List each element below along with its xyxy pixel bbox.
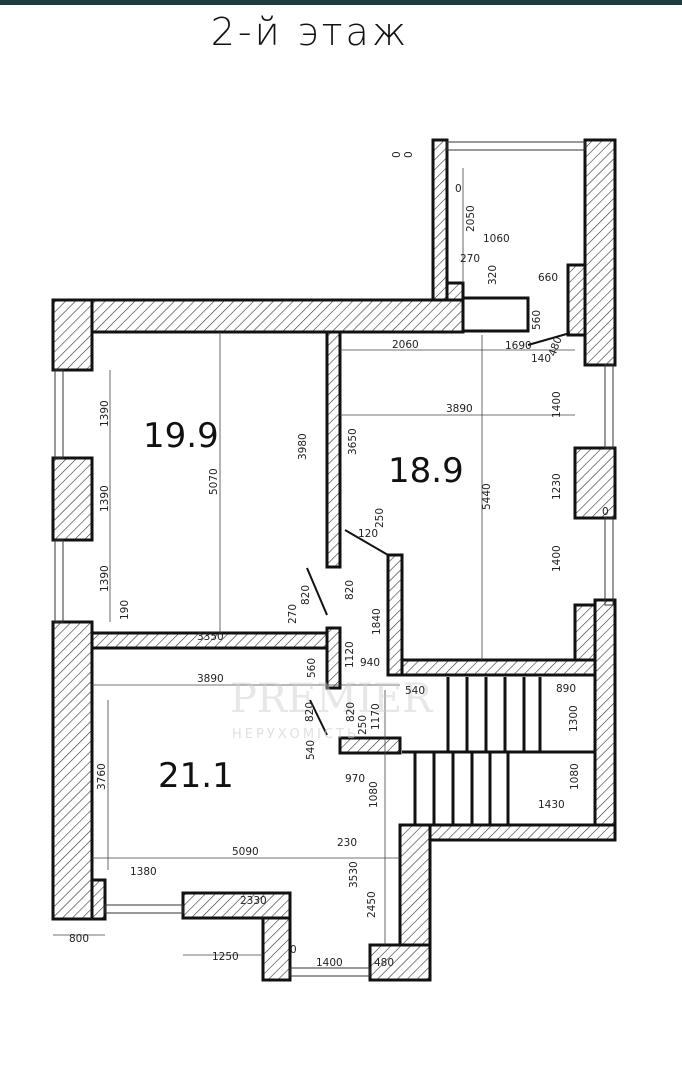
dim-label: 1080 bbox=[368, 781, 380, 808]
dim-label: 2330 bbox=[240, 895, 267, 907]
dim-label: 0 bbox=[290, 944, 297, 956]
dim-label: 1390 bbox=[99, 565, 111, 592]
wall bbox=[398, 823, 617, 842]
dim-label: 480 bbox=[374, 957, 394, 969]
dim-label: 2050 bbox=[465, 205, 477, 232]
doors bbox=[306, 332, 571, 736]
dim-label: 250 bbox=[357, 715, 369, 735]
dim-label: 820 bbox=[345, 702, 357, 722]
dim-label: 1300 bbox=[568, 705, 580, 732]
dim-label: 190 bbox=[119, 600, 131, 620]
dim-label: 0 bbox=[602, 506, 609, 518]
dim-label: 1120 bbox=[344, 641, 356, 668]
wall bbox=[431, 138, 449, 302]
dim-label: 3530 bbox=[348, 861, 360, 888]
dim-label: 0 bbox=[455, 183, 462, 195]
watermark: PREMIER НЕРУХОМІСТЬ bbox=[230, 676, 434, 742]
dim-label: 970 bbox=[345, 773, 365, 785]
room-area-label: 21.1 bbox=[158, 756, 234, 796]
dim-label: 3980 bbox=[297, 433, 309, 460]
dim-label: 3650 bbox=[347, 428, 359, 455]
dim-label: 0 bbox=[403, 151, 415, 158]
dimension-lines bbox=[53, 168, 575, 956]
dim-label: 1400 bbox=[316, 957, 343, 969]
dim-label: 1230 bbox=[551, 473, 563, 500]
dim-label: 3760 bbox=[96, 763, 108, 790]
dim-label: 320 bbox=[487, 265, 499, 285]
dim-label: 3890 bbox=[197, 673, 224, 685]
wall bbox=[51, 298, 465, 334]
wall bbox=[583, 138, 617, 367]
dim-label: 940 bbox=[360, 657, 380, 669]
dim-label: 560 bbox=[306, 658, 318, 678]
walls bbox=[51, 138, 617, 982]
dim-label: 5440 bbox=[481, 483, 493, 510]
wall bbox=[368, 943, 432, 982]
dim-label: 560 bbox=[531, 310, 543, 330]
room-areas: 19.9 18.9 21.1 bbox=[143, 416, 464, 796]
wall bbox=[386, 553, 404, 677]
dim-label: 2060 bbox=[392, 339, 419, 351]
dim-label: 230 bbox=[337, 837, 357, 849]
dim-label: 820 bbox=[300, 585, 312, 605]
watermark-text: НЕРУХОМІСТЬ bbox=[232, 727, 359, 742]
dim-label: 3350 bbox=[197, 631, 224, 643]
staircase bbox=[402, 677, 595, 825]
dim-label: 820 bbox=[344, 580, 356, 600]
wall bbox=[445, 281, 465, 302]
wall bbox=[51, 298, 94, 372]
dim-label: 1060 bbox=[483, 233, 510, 245]
dim-label: 540 bbox=[305, 740, 317, 760]
wall bbox=[398, 658, 597, 677]
wall bbox=[325, 626, 342, 690]
dim-label: 1390 bbox=[99, 485, 111, 512]
dim-label: 1080 bbox=[569, 763, 581, 790]
dim-label: 3890 bbox=[446, 403, 473, 415]
wall bbox=[90, 878, 107, 921]
dim-label: 1170 bbox=[370, 703, 382, 730]
dim-label: 1400 bbox=[551, 391, 563, 418]
dim-label: 140 bbox=[531, 353, 551, 365]
dim-label: 120 bbox=[358, 528, 378, 540]
wall bbox=[51, 456, 94, 542]
dim-label: 660 bbox=[538, 272, 558, 284]
wall bbox=[566, 263, 587, 337]
dim-label: 1250 bbox=[212, 951, 239, 963]
dim-label: 1840 bbox=[371, 608, 383, 635]
dim-label: 1400 bbox=[551, 545, 563, 572]
wall bbox=[51, 620, 94, 921]
top-status-bar bbox=[0, 0, 682, 5]
dim-label: 2450 bbox=[366, 891, 378, 918]
dim-label: 250 bbox=[374, 508, 386, 528]
watermark-logo: PREMIER bbox=[230, 676, 434, 722]
dim-label: 1380 bbox=[130, 866, 157, 878]
dim-label: 1430 bbox=[538, 799, 565, 811]
room-area-label: 18.9 bbox=[388, 451, 464, 491]
wall bbox=[181, 891, 292, 920]
dim-label: 5070 bbox=[208, 468, 220, 495]
dim-label: 0 bbox=[391, 151, 403, 158]
dimension-labels: 0 0 0 2050 1060 270 320 660 560 2060 169… bbox=[69, 151, 609, 969]
wall bbox=[461, 296, 530, 333]
dim-label: 5090 bbox=[232, 846, 259, 858]
dim-label: 540 bbox=[405, 685, 425, 697]
dim-label: 820 bbox=[304, 702, 316, 722]
room-area-label: 19.9 bbox=[143, 416, 219, 456]
dim-label: 890 bbox=[556, 683, 576, 695]
dim-label: 800 bbox=[69, 933, 89, 945]
windows bbox=[54, 141, 614, 977]
dim-label: 1390 bbox=[99, 400, 111, 427]
wall bbox=[325, 330, 342, 569]
dim-label: 270 bbox=[460, 253, 480, 265]
dim-label: 1690 bbox=[505, 340, 532, 352]
wall bbox=[573, 446, 617, 520]
dim-label: 270 bbox=[287, 604, 299, 624]
floor-title: 2-й этаж bbox=[210, 10, 410, 54]
wall bbox=[593, 598, 617, 842]
